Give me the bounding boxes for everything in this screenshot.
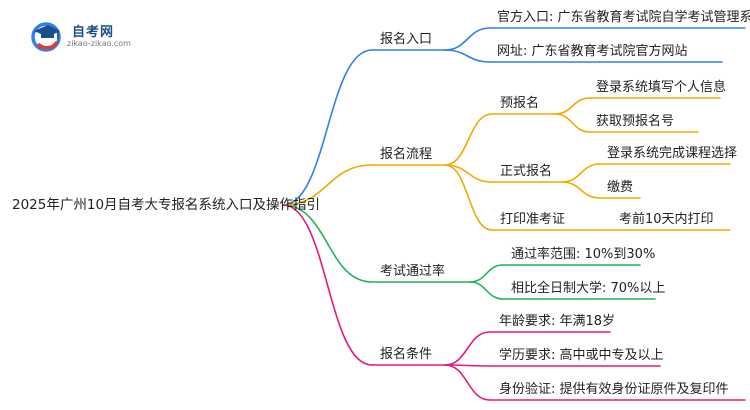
connector-root-entry xyxy=(282,49,373,206)
connector-process-pre xyxy=(444,113,493,166)
connector-root-pass-rate xyxy=(282,204,373,283)
connector-pass-comparison xyxy=(469,281,504,300)
branch-requirements: 报名条件 xyxy=(380,347,433,362)
logo-subtitle: zikao-zikao.com xyxy=(67,39,131,48)
connector-pre-info xyxy=(554,97,591,115)
pre-registration-step-number: 获取预报名号 xyxy=(596,114,675,129)
connector-pre-number xyxy=(554,113,591,133)
connector-pass-range xyxy=(469,264,504,283)
entry-official-portal: 官方入口: 广东省教育考试院自学考试管理系统 xyxy=(497,10,750,25)
requirement-identity: 身份验证: 提供有效身份证原件及复印件 xyxy=(499,382,729,397)
formal-registration-step-courses: 登录系统完成课程选择 xyxy=(607,146,738,161)
branch-pass-rate: 考试通过率 xyxy=(380,264,446,279)
entry-website: 网址: 广东省教育考试院官方网站 xyxy=(497,44,688,59)
connector-root-requirements xyxy=(282,204,373,366)
requirement-education: 学历要求: 高中或中专及以上 xyxy=(499,348,664,363)
connector-formal-payment xyxy=(561,181,601,199)
mindmap-root: 2025年广州10月自考大专报名系统入口及操作指引 xyxy=(12,197,321,213)
connector-formal-courses xyxy=(561,163,601,183)
process-print-admission-ticket: 打印准考证 xyxy=(500,212,566,227)
graduation-cap-icon xyxy=(31,22,61,52)
connector-entry-portal xyxy=(444,27,491,51)
pass-rate-range: 通过率范围: 10%到30% xyxy=(511,247,656,262)
print-admission-ticket-timing: 考前10天内打印 xyxy=(619,212,714,227)
logo-title: 自考网 xyxy=(72,25,115,40)
requirement-age: 年龄要求: 年满18岁 xyxy=(499,314,616,329)
formal-registration-step-payment: 缴费 xyxy=(607,180,634,195)
connector-root-process xyxy=(282,164,373,206)
branch-entry: 报名入口 xyxy=(380,32,433,47)
pass-rate-comparison: 相比全日制大学: 70%以上 xyxy=(511,281,666,296)
connector-req-age xyxy=(444,331,491,366)
pre-registration-step-info: 登录系统填写个人信息 xyxy=(596,80,727,95)
process-formal-registration: 正式报名 xyxy=(500,164,553,179)
connector-process-print xyxy=(444,164,493,231)
branch-process: 报名流程 xyxy=(380,147,433,162)
process-pre-registration: 预报名 xyxy=(500,96,540,111)
connector-entry-website xyxy=(444,49,491,63)
site-logo[interactable]: 自考网 zikao-zikao.com xyxy=(28,18,148,54)
connector-req-identity xyxy=(444,364,491,401)
